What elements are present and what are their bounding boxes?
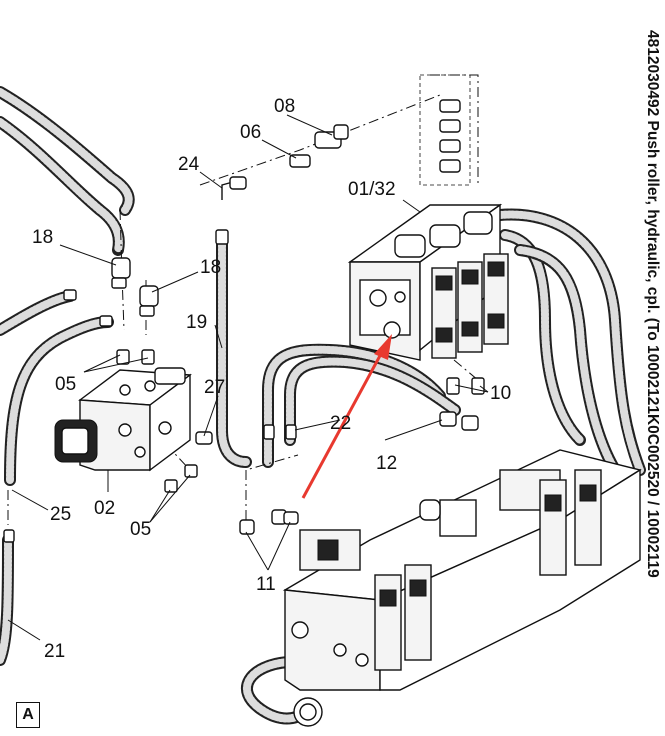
callout-24: 24 [178, 154, 200, 175]
callout-08: 08 [274, 96, 295, 117]
callout-11: 11 [256, 574, 276, 595]
callout-05-bottom: 05 [130, 519, 151, 540]
valve-block-02 [54, 367, 192, 472]
callout-06: 06 [240, 122, 261, 143]
callout-05-top: 05 [55, 374, 76, 395]
callout-21: 21 [44, 641, 65, 662]
callout-25: 25 [50, 504, 71, 525]
valve-block-01 [347, 203, 509, 361]
hoses [0, 86, 646, 725]
callout-10: 10 [490, 383, 511, 404]
view-label-box: A [16, 702, 40, 728]
callout-18-right: 18 [200, 257, 221, 278]
callout-19: 19 [186, 312, 207, 333]
highlight-arrow [301, 334, 392, 499]
lower-valve-assembly [282, 449, 642, 727]
callout-12: 12 [376, 453, 397, 474]
leader-lines [7, 114, 489, 641]
callout-27: 27 [204, 377, 225, 398]
callout-labels: 08 06 24 01/32 18 18 19 05 27 10 22 12 2… [32, 96, 511, 662]
callout-02: 02 [94, 498, 115, 519]
view-label: A [22, 706, 34, 723]
callout-01-32: 01/32 [348, 179, 396, 200]
callout-18-left: 18 [32, 227, 53, 248]
diagram-title: 4812030492 Push roller, hydraulic, cpl. … [644, 30, 661, 578]
callout-22: 22 [330, 413, 351, 434]
